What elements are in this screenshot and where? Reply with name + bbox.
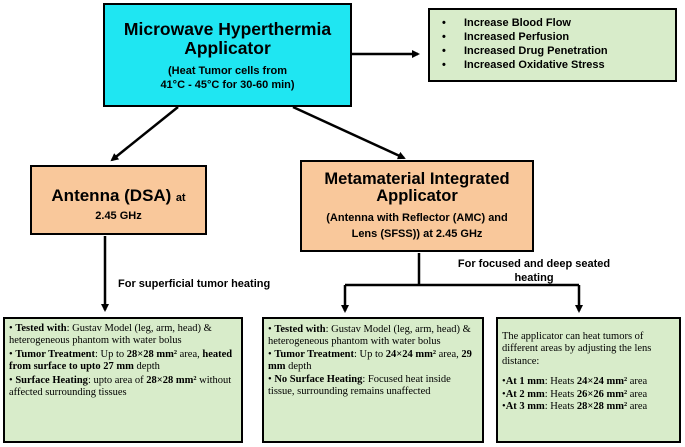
bullet-icon: • bbox=[9, 323, 13, 334]
effects-box: •Increase Blood Flow •Increased Perfusio… bbox=[428, 8, 677, 82]
bullet-icon: • bbox=[9, 374, 13, 386]
bullet-icon: • bbox=[442, 31, 446, 43]
arrow-to-antenna bbox=[110, 106, 179, 162]
bullet-icon: • bbox=[442, 17, 446, 29]
effect-item: •Increased Perfusion bbox=[442, 31, 570, 43]
lens-distance-intro: The applicator can heat tumors of differ… bbox=[502, 331, 652, 367]
effect-item: •Increase Blood Flow bbox=[442, 17, 571, 29]
bullet-icon: • bbox=[268, 348, 272, 360]
tumor-treatment-entry: • Tumor Treatment: Up to 28×28 mm² area,… bbox=[9, 348, 233, 373]
bullet-icon: • bbox=[502, 401, 506, 413]
antenna-title-suffix: at bbox=[175, 192, 186, 204]
lens-distance-item: •At 1 mm: Heats 24×24 mm² area bbox=[502, 376, 648, 388]
focused-heating-label-1: For focused and deep seated bbox=[457, 258, 611, 270]
applicator-subtitle-2: 41°C - 45°C for 30-60 min) bbox=[160, 79, 295, 91]
lens-distance-item: •At 3 mm: Heats 28×28 mm² area bbox=[502, 401, 648, 413]
effect-item: •Increased Drug Penetration bbox=[442, 45, 608, 57]
superficial-detail-box: • Tested with: Gustav Model (leg, arm, h… bbox=[3, 317, 243, 443]
focused-heating-label-2: heating bbox=[514, 272, 554, 284]
metamaterial-applicator-box: Metamaterial Integrated Applicator (Ante… bbox=[300, 160, 534, 252]
bullet-icon: • bbox=[502, 376, 506, 388]
bullet-icon: • bbox=[268, 324, 272, 335]
lens-distance-item: •At 2 mm: Heats 26×26 mm² area bbox=[502, 388, 648, 400]
lens-distance-detail-box: The applicator can heat tumors of differ… bbox=[496, 317, 681, 443]
metamaterial-title-1: Metamaterial Integrated bbox=[324, 170, 510, 188]
no-surface-heating-entry: • No Surface Heating: Focused heat insid… bbox=[268, 373, 451, 398]
bullet-icon: • bbox=[268, 373, 272, 385]
metamaterial-subtitle-1: (Antenna with Reflector (AMC) and bbox=[326, 212, 508, 224]
antenna-title: Antenna (DSA) bbox=[51, 186, 172, 205]
tested-with-entry: • Tested with: Gustav Model (leg, arm, h… bbox=[268, 324, 471, 348]
applicator-subtitle-1: (Heat Tumor cells from bbox=[168, 65, 287, 77]
focused-heating-label: For focused and deep seated heating bbox=[428, 257, 640, 285]
bullet-icon: • bbox=[442, 45, 446, 57]
bullet-icon: • bbox=[9, 348, 13, 360]
superficial-heating-label: For superficial tumor heating bbox=[118, 278, 271, 290]
lens-distance-list: •At 1 mm: Heats 24×24 mm² area •At 2 mm:… bbox=[502, 376, 676, 413]
bullet-icon: • bbox=[502, 388, 506, 400]
antenna-dsa-box: Antenna (DSA) at 2.45 GHz bbox=[30, 165, 207, 235]
arrow-to-metamaterial bbox=[292, 105, 406, 160]
hyperthermia-applicator-box: Microwave Hyperthermia Applicator (Heat … bbox=[103, 3, 352, 107]
focused-detail-box: • Tested with: Gustav Model (leg, arm, h… bbox=[262, 317, 484, 443]
metamaterial-title-2: Applicator bbox=[376, 187, 458, 205]
applicator-title: Microwave Hyperthermia Applicator bbox=[123, 19, 332, 58]
metamaterial-subtitle-2: Lens (SFSS)) at 2.45 GHz bbox=[351, 228, 483, 240]
surface-heating-entry: • Surface Heating: upto area of 28×28 mm… bbox=[9, 374, 232, 399]
antenna-frequency: 2.45 GHz bbox=[95, 210, 142, 222]
effect-item: •Increased Oxidative Stress bbox=[442, 59, 605, 71]
tumor-treatment-entry: • Tumor Treatment: Up to 24×24 mm² area,… bbox=[268, 348, 472, 373]
bullet-icon: • bbox=[442, 59, 446, 71]
effects-list: •Increase Blood Flow •Increased Perfusio… bbox=[442, 16, 675, 72]
tested-with-entry: • Tested with: Gustav Model (leg, arm, h… bbox=[9, 323, 212, 347]
